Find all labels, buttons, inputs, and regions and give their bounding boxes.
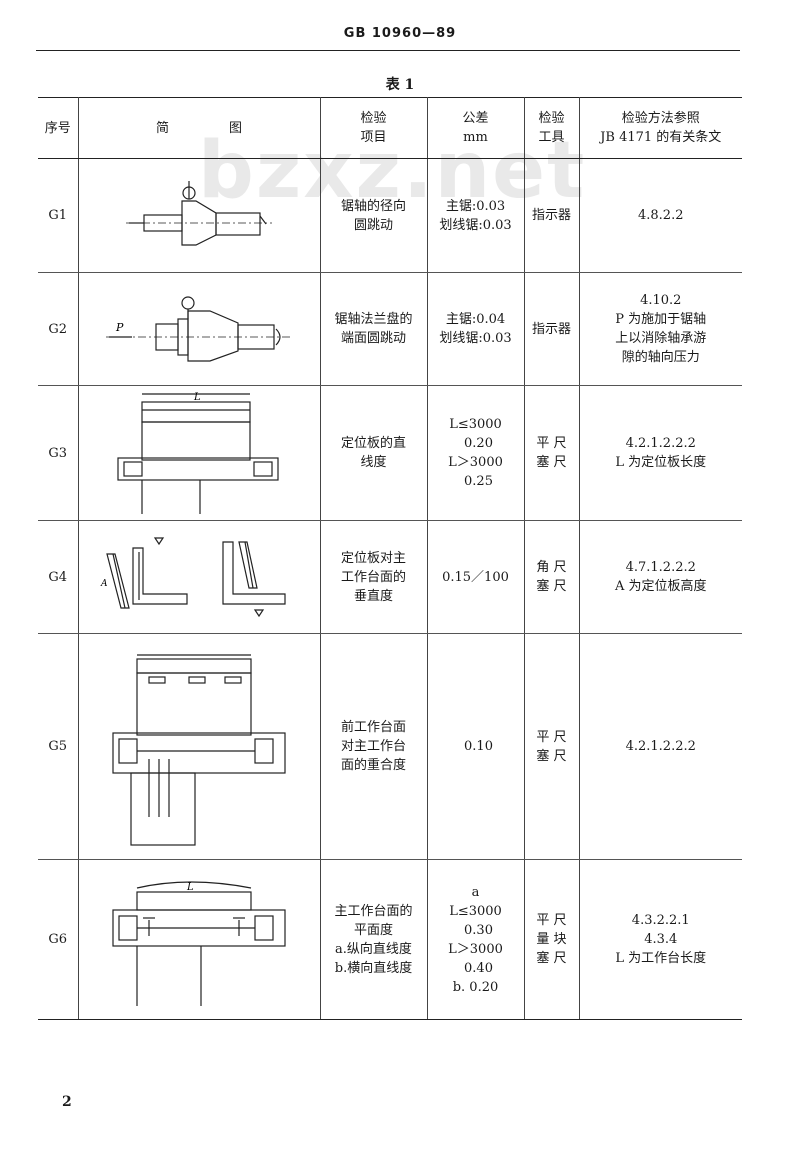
- label-a: A: [100, 579, 108, 589]
- perpendicularity-diagram: A: [100, 537, 286, 618]
- sketch-g5: [77, 633, 321, 860]
- inspection-tool: 指示器: [523, 158, 580, 273]
- tolerance: 0.15／100: [426, 520, 525, 634]
- document-header: GB 10960—89: [343, 26, 457, 41]
- table-row-g2: G2 P 锯轴法兰盘的端面: [38, 272, 742, 386]
- guide-straightness-diagram: L: [117, 392, 279, 514]
- col-sketch-char-2: 图: [229, 120, 243, 136]
- table-row-g6: G6: [38, 859, 742, 1020]
- sketch-g3: L: [77, 385, 321, 521]
- method-reference: 4.2.1.2.2.2: [578, 633, 742, 860]
- flatness-diagram: L: [112, 880, 286, 1006]
- header-rule: [36, 50, 740, 51]
- sketch-g1: [77, 158, 321, 273]
- inspection-item: 锯轴的径向圆跳动: [319, 158, 428, 273]
- table-row-g4: G4 A 定位板对主工作台: [38, 520, 742, 634]
- row-no: G1: [38, 158, 79, 273]
- label-l: L: [193, 392, 201, 403]
- flange-runout-diagram: P: [106, 296, 290, 362]
- inspection-tool: 平 尺塞 尺: [523, 633, 580, 860]
- page-number: 2: [62, 1094, 72, 1110]
- row-no: G3: [38, 385, 79, 521]
- label-l: L: [186, 882, 194, 893]
- table-caption: 表 1: [385, 77, 415, 93]
- col-tool-header: 检验工具: [523, 97, 580, 159]
- sketch-g4: A: [77, 520, 321, 634]
- sketch-g2: P: [77, 272, 321, 386]
- inspection-tool: 指示器: [523, 272, 580, 386]
- method-reference: 4.8.2.2: [578, 158, 742, 273]
- inspection-tool: 平 尺量 块塞 尺: [523, 859, 580, 1020]
- tolerance: 0.10: [426, 633, 525, 860]
- label-p: P: [115, 321, 124, 334]
- col-sketch-char-1: 简: [155, 120, 169, 136]
- row-no: G6: [38, 859, 79, 1020]
- row-no: G2: [38, 272, 79, 386]
- spindle-runout-diagram: [126, 180, 272, 246]
- col-sketch-header: 简图: [77, 97, 321, 159]
- col-no-header: 序号: [38, 97, 79, 159]
- inspection-item: 定位板对主工作台面的垂直度: [319, 520, 428, 634]
- inspection-tool: 角 尺塞 尺: [523, 520, 580, 634]
- table-row-g5: G5: [38, 633, 742, 860]
- col-item-header: 检验项目: [319, 97, 428, 159]
- inspection-tool: 平 尺塞 尺: [523, 385, 580, 521]
- row-no: G5: [38, 633, 79, 860]
- inspection-item: 锯轴法兰盘的端面圆跳动: [319, 272, 428, 386]
- sketch-g6: L: [77, 859, 321, 1020]
- inspection-item: 前工作台面对主工作台面的重合度: [319, 633, 428, 860]
- table-row-g3: G3 L 定位板的直线度: [38, 385, 742, 521]
- table-coincidence-diagram: [112, 653, 286, 846]
- row-no: G4: [38, 520, 79, 634]
- inspection-item: 定位板的直线度: [319, 385, 428, 521]
